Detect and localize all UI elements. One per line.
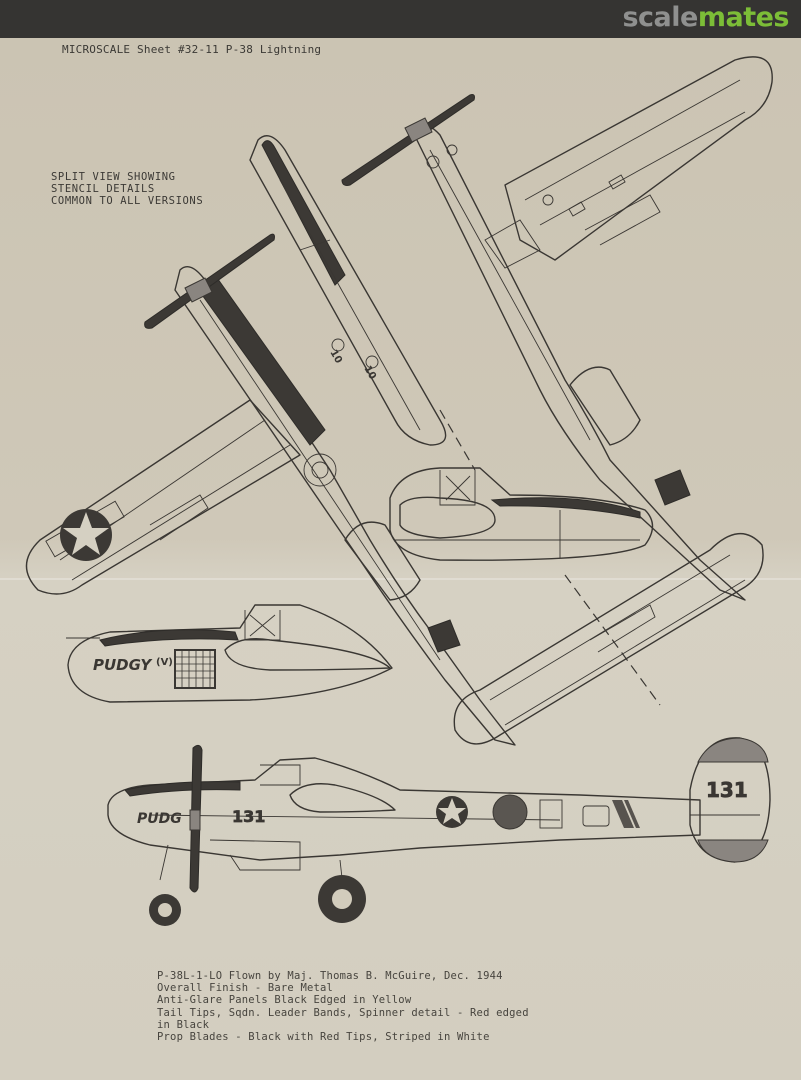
caption-line: Tail Tips, Sqdn. Leader Bands, Spinner d… bbox=[157, 1006, 529, 1019]
tail-number: 131 bbox=[706, 778, 748, 802]
color-scheme-caption: P-38L-1-LO Flown by Maj. Thomas B. McGui… bbox=[157, 970, 529, 1043]
nose-right-drawing bbox=[389, 467, 654, 561]
stencil-note-line: STENCIL DETAILS bbox=[51, 183, 155, 195]
nose-art-pudgy: PUDGY bbox=[93, 656, 153, 674]
caption-line: Prop Blades - Black with Red Tips, Strip… bbox=[157, 1031, 490, 1044]
caption-line: Anti-Glare Panels Black Edged in Yellow bbox=[157, 994, 412, 1007]
caption-line: in Black bbox=[157, 1018, 210, 1031]
boom-number: 131 bbox=[232, 807, 265, 826]
scalemates-logo[interactable]: scalemates bbox=[622, 2, 789, 33]
wing-star-insignia bbox=[45, 500, 125, 561]
nose-left-drawing: PUDGY (V) bbox=[66, 604, 393, 703]
svg-text:(V): (V) bbox=[156, 657, 173, 668]
top-bar: scalemates bbox=[0, 0, 801, 38]
stencil-note-line: COMMON TO ALL VERSIONS bbox=[51, 195, 204, 207]
caption-line: P-38L-1-LO Flown by Maj. Thomas B. McGui… bbox=[157, 970, 503, 982]
svg-text:10: 10 bbox=[327, 348, 344, 366]
stencil-note-line: SPLIT VIEW SHOWING bbox=[51, 171, 176, 183]
side-nose-art: PUDG bbox=[137, 811, 182, 827]
plan-view-drawing: 10 10 bbox=[25, 56, 773, 746]
decal-sheet-scan bbox=[0, 38, 801, 1080]
sheet-title: MICROSCALE Sheet #32-11 P-38 Lightning bbox=[62, 43, 322, 56]
logo-part-scale: scale bbox=[622, 2, 698, 33]
logo-part-mates: mates bbox=[697, 2, 790, 33]
paper-fold-line bbox=[0, 578, 801, 580]
side-profile-drawing: PUDG 131 131 bbox=[107, 737, 771, 926]
caption-line: Overall Finish - Bare Metal bbox=[157, 982, 334, 995]
stencil-note: SPLIT VIEW SHOWING STENCIL DETAILS COMMO… bbox=[51, 171, 203, 207]
